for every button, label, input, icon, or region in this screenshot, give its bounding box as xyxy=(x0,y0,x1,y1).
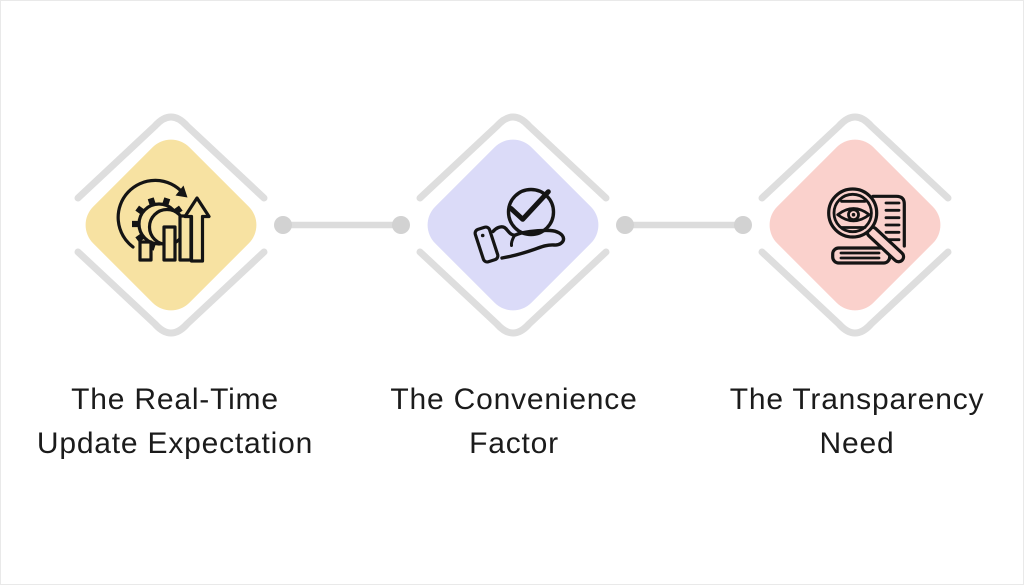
document-ruled-lines xyxy=(884,201,901,242)
eye-iris xyxy=(847,208,860,222)
magnifier-eye-document-icon xyxy=(827,187,906,265)
diamond-outline-top xyxy=(74,113,268,202)
magnifier-ring-inner xyxy=(832,192,873,234)
hand-cuff xyxy=(473,225,500,264)
document-sheet xyxy=(871,194,906,248)
up-arrow xyxy=(183,196,211,263)
step-label-transparency: The Transparency Need xyxy=(677,378,1023,466)
diamond-outline-top xyxy=(758,113,952,202)
label-line: The Transparency xyxy=(729,383,985,416)
circular-arrow xyxy=(116,178,185,249)
document-bottom-lines xyxy=(839,251,881,260)
label-line: Need xyxy=(819,427,895,460)
connector-2 xyxy=(616,216,752,234)
step-label-convenience: The Convenience Factor xyxy=(334,378,694,466)
diamond-outline-bottom xyxy=(416,248,610,337)
step-group-real-time-update xyxy=(74,113,268,337)
connector-dot xyxy=(734,216,752,234)
hand-check-icon xyxy=(473,187,566,264)
thumb-crease xyxy=(509,234,516,247)
label-line: The Real-Time xyxy=(71,383,279,416)
diamond-outline-bottom xyxy=(74,248,268,337)
diamond-outline-bottom xyxy=(758,248,952,337)
connector-dot xyxy=(274,216,292,234)
growth-gear-icon xyxy=(116,178,211,263)
circular-arrow-head xyxy=(175,185,188,198)
magnifier-ring-outer xyxy=(827,187,879,239)
connector-1 xyxy=(274,216,410,234)
hand-palm xyxy=(491,225,566,260)
label-line: The Convenience xyxy=(390,383,638,416)
diamond-outline-top xyxy=(416,113,610,202)
label-line: Factor xyxy=(469,427,559,460)
cuff-button-dot xyxy=(480,233,485,238)
connector-dot xyxy=(392,216,410,234)
step-label-real-time-update: The Real-Time Update Expectation xyxy=(1,378,355,466)
step-group-convenience xyxy=(416,113,610,337)
step-group-transparency xyxy=(758,113,952,337)
eye-outline xyxy=(836,207,871,223)
connector-dot xyxy=(616,216,634,234)
check-circle xyxy=(506,187,556,237)
check-mark xyxy=(508,189,551,222)
eye-pupil-dot xyxy=(851,212,856,217)
label-line: Update Expectation xyxy=(36,427,314,460)
